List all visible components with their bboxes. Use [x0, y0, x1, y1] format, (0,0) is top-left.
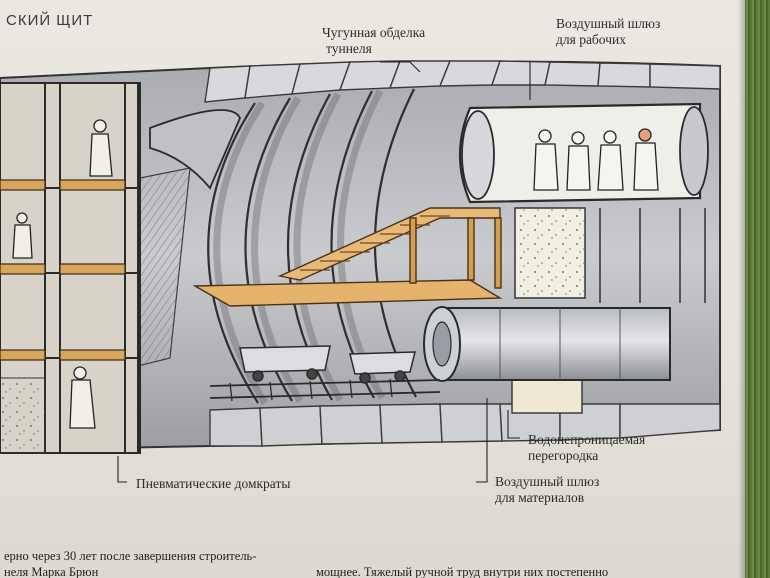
label-watertight-partition: Водонепроницаемая перегородка: [528, 432, 646, 463]
label-cast-iron-lining: Чугунная обделка туннеля: [322, 25, 426, 56]
tunnel-shield-illustration: [0, 60, 721, 454]
page-gutter-shadow: [738, 0, 748, 578]
worker-air-lock: [458, 102, 709, 204]
rail-cart: [239, 345, 416, 384]
shield-cutting-edge: [149, 109, 241, 190]
body-text-left-line2: неля Марка Брюн: [4, 565, 99, 578]
section-title: СКИЙ ЩИТ: [6, 12, 94, 29]
scaffold-workers: [12, 119, 113, 429]
label-material-air-lock: Воздушный шлюз для материалов: [495, 474, 600, 505]
right-interior-ribs: [599, 208, 706, 303]
material-air-lock: [423, 306, 671, 382]
label-pneumatic-jacks: Пневматические домкраты: [136, 476, 291, 491]
body-text-right-line1: мощнее. Тяжелый ручной труд внутри них п…: [316, 565, 609, 578]
body-text-left-line1: ерно через 30 лет после завершения строи…: [4, 549, 257, 563]
wooden-platform: [192, 207, 503, 307]
label-worker-air-lock: Воздушный шлюз для рабочих: [556, 16, 661, 47]
scaffold-wood-floors: [0, 179, 126, 361]
book-page: СКИЙ ЩИТ: [0, 0, 745, 578]
partition-texture: [515, 208, 585, 298]
book-cover-edge: [745, 0, 770, 578]
excavated-earth: [0, 377, 46, 454]
